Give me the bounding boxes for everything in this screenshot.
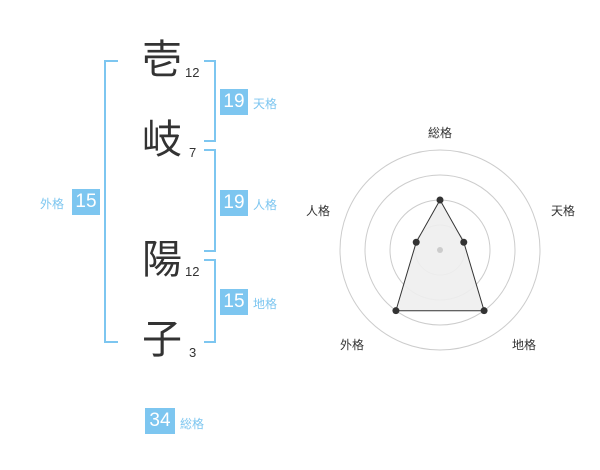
radar-center (437, 247, 443, 253)
stroke-count-4: 3 (189, 345, 197, 360)
radar-point (412, 238, 420, 246)
soukaku-label: 総格 (180, 417, 205, 431)
radar-point (436, 196, 444, 204)
tenkaku-bracket (204, 60, 216, 142)
radar-point (392, 307, 400, 315)
axis-label-jinkaku: 人格 (305, 204, 330, 218)
axis-label-soukaku: 総格 (427, 126, 452, 140)
chikaku-value: 15 (220, 289, 248, 315)
axis-label-chikaku: 地格 (511, 338, 536, 352)
tenkaku-value: 19 (220, 89, 248, 115)
radar-shape (395, 198, 485, 312)
chikaku-label: 地格 (253, 297, 278, 311)
chikaku-bracket (204, 259, 216, 343)
stroke-count-3: 12 (185, 264, 200, 279)
radar-ring (364, 174, 516, 326)
jinkaku-value: 19 (220, 190, 248, 216)
gaikaku-bracket (104, 60, 118, 343)
axis-label-tenkaku: 天格 (550, 204, 575, 218)
radar-point (480, 307, 488, 315)
name-char-3: 陽 (142, 237, 182, 283)
jinkaku-bracket (204, 149, 216, 252)
axis-label-gaikaku: 外格 (339, 338, 364, 352)
tenkaku-label: 天格 (253, 97, 278, 111)
gaikaku-label: 外格 (40, 197, 65, 211)
jinkaku-label: 人格 (253, 198, 278, 212)
radar-ring (339, 149, 541, 351)
stroke-count-2: 7 (189, 145, 197, 160)
name-char-1: 壱 (142, 37, 182, 83)
name-char-2: 岐 (142, 117, 182, 163)
name-char-4: 子 (142, 317, 182, 363)
radar-point (460, 238, 468, 246)
soukaku-value: 34 (145, 408, 175, 434)
stroke-count-1: 12 (185, 65, 200, 80)
gaikaku-value: 15 (72, 189, 100, 215)
